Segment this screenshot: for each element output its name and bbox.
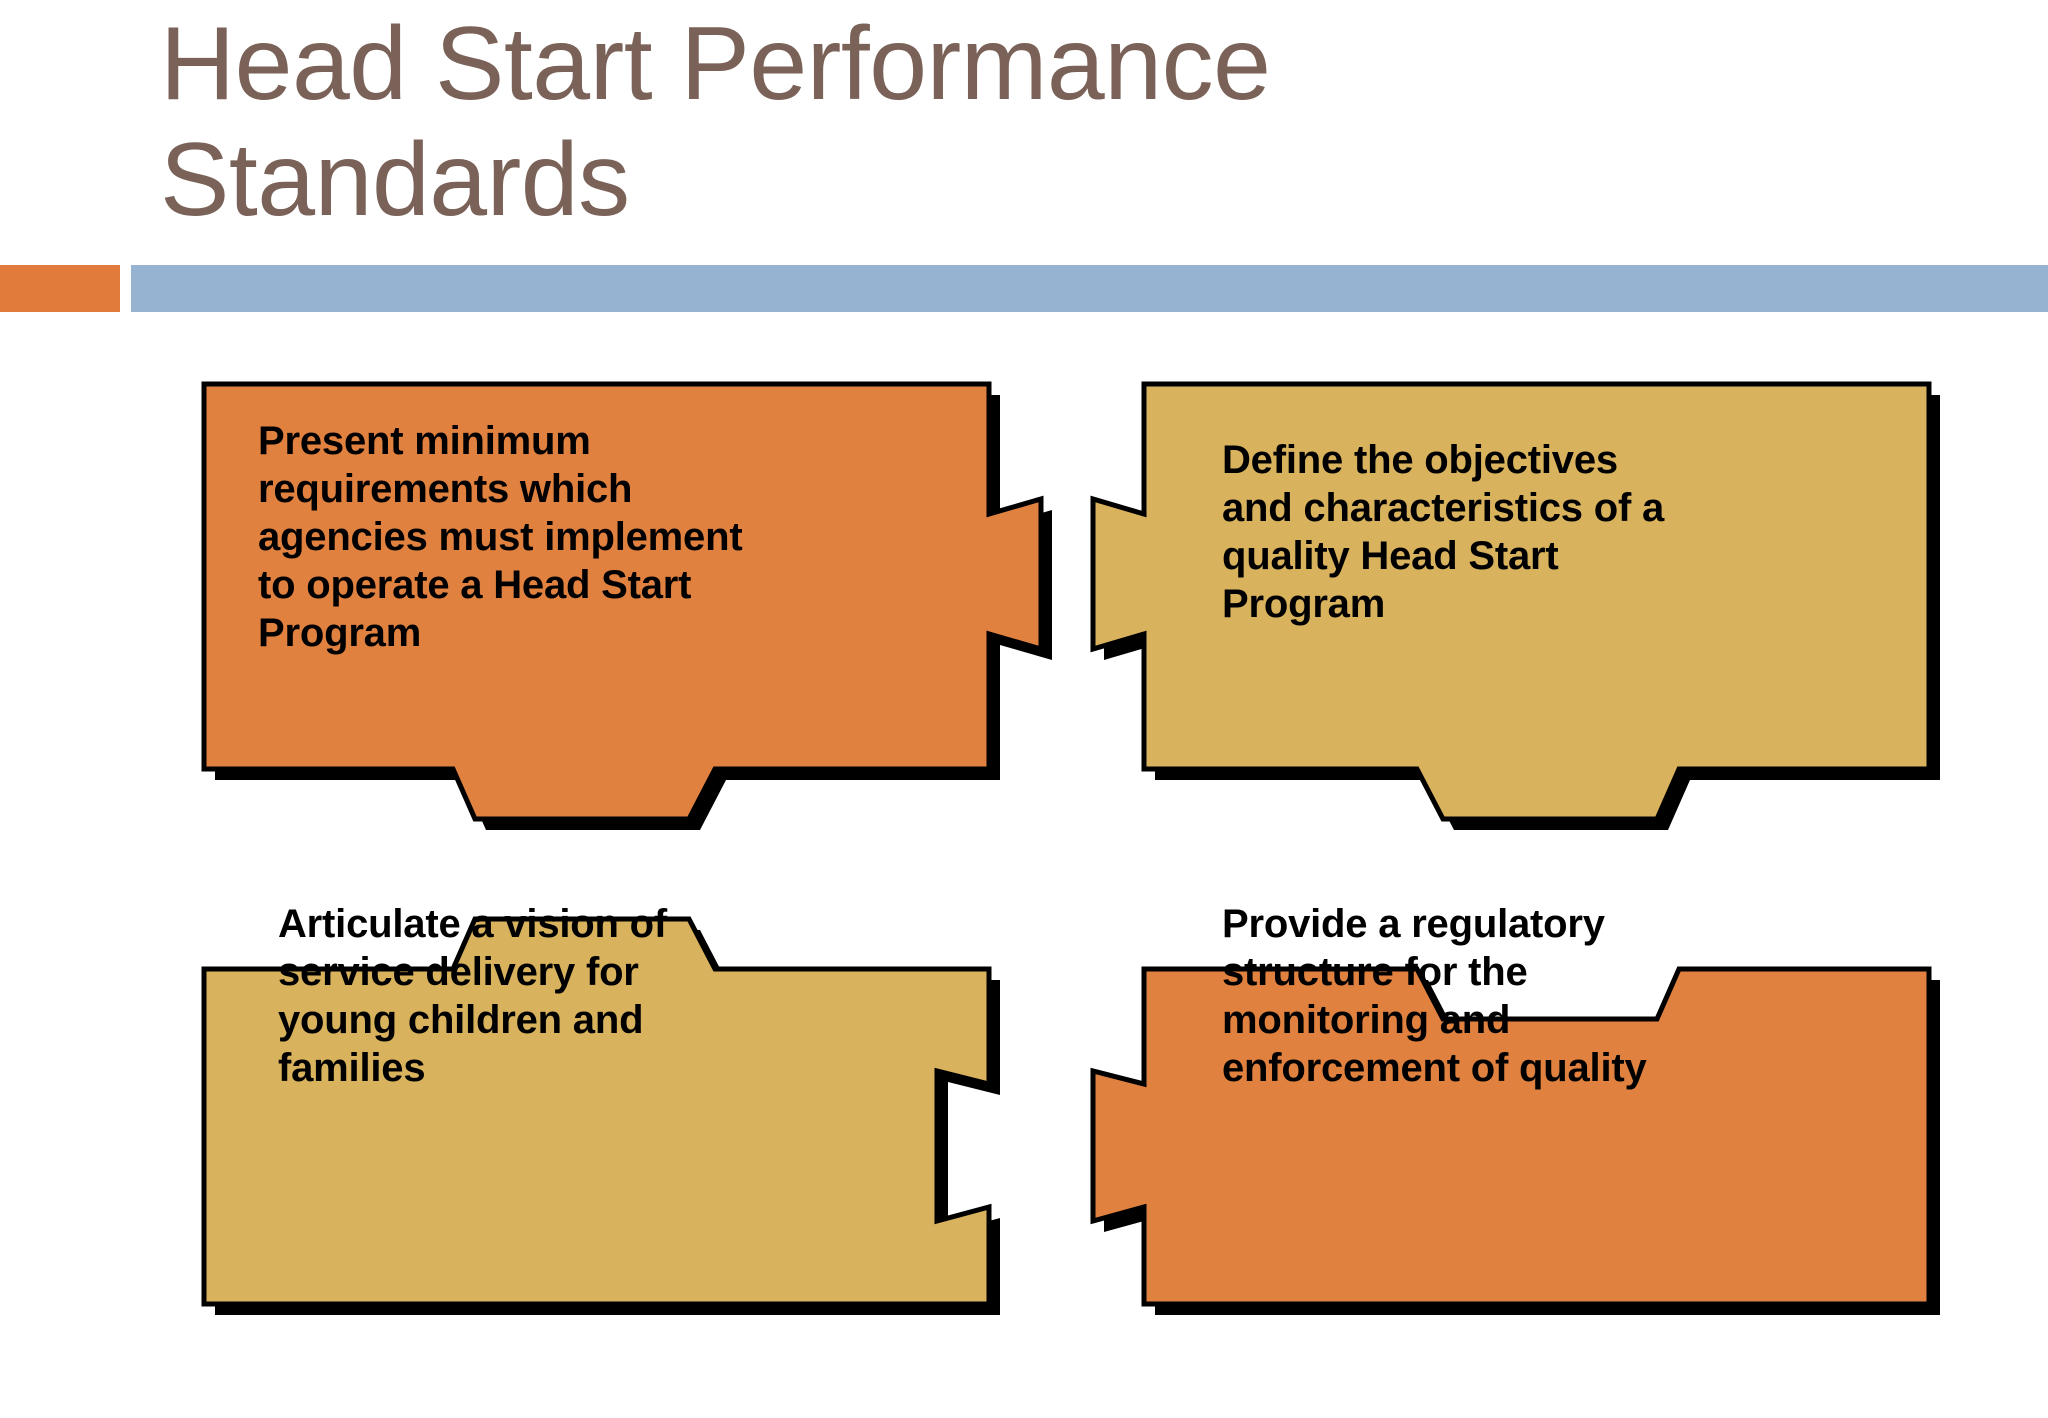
puzzle-piece-top-right[interactable] [1090,381,1932,822]
accent-bar-blue [131,265,2048,312]
puzzle-piece-bottom-right[interactable] [1090,966,1932,1307]
puzzle-piece-top-left[interactable] [201,381,1044,822]
puzzle-piece-top-right-label: Define the objectives and characteristic… [1222,438,1665,626]
page-title: Head Start Performance Standards [160,6,1271,239]
accent-bar-orange [0,265,120,312]
puzzle-piece-bottom-left-label: Articulate a vision of service delivery … [278,902,668,1090]
puzzle-shapes [201,381,1940,1315]
puzzle-diagram: Present minimum requirements which agenc… [0,340,2048,1360]
puzzle-piece-bottom-right-label: Provide a regulatory structure for the m… [1222,902,1647,1090]
puzzle-piece-top-left-label: Present minimum requirements which agenc… [258,419,743,655]
puzzle-piece-bottom-left[interactable] [201,916,992,1307]
